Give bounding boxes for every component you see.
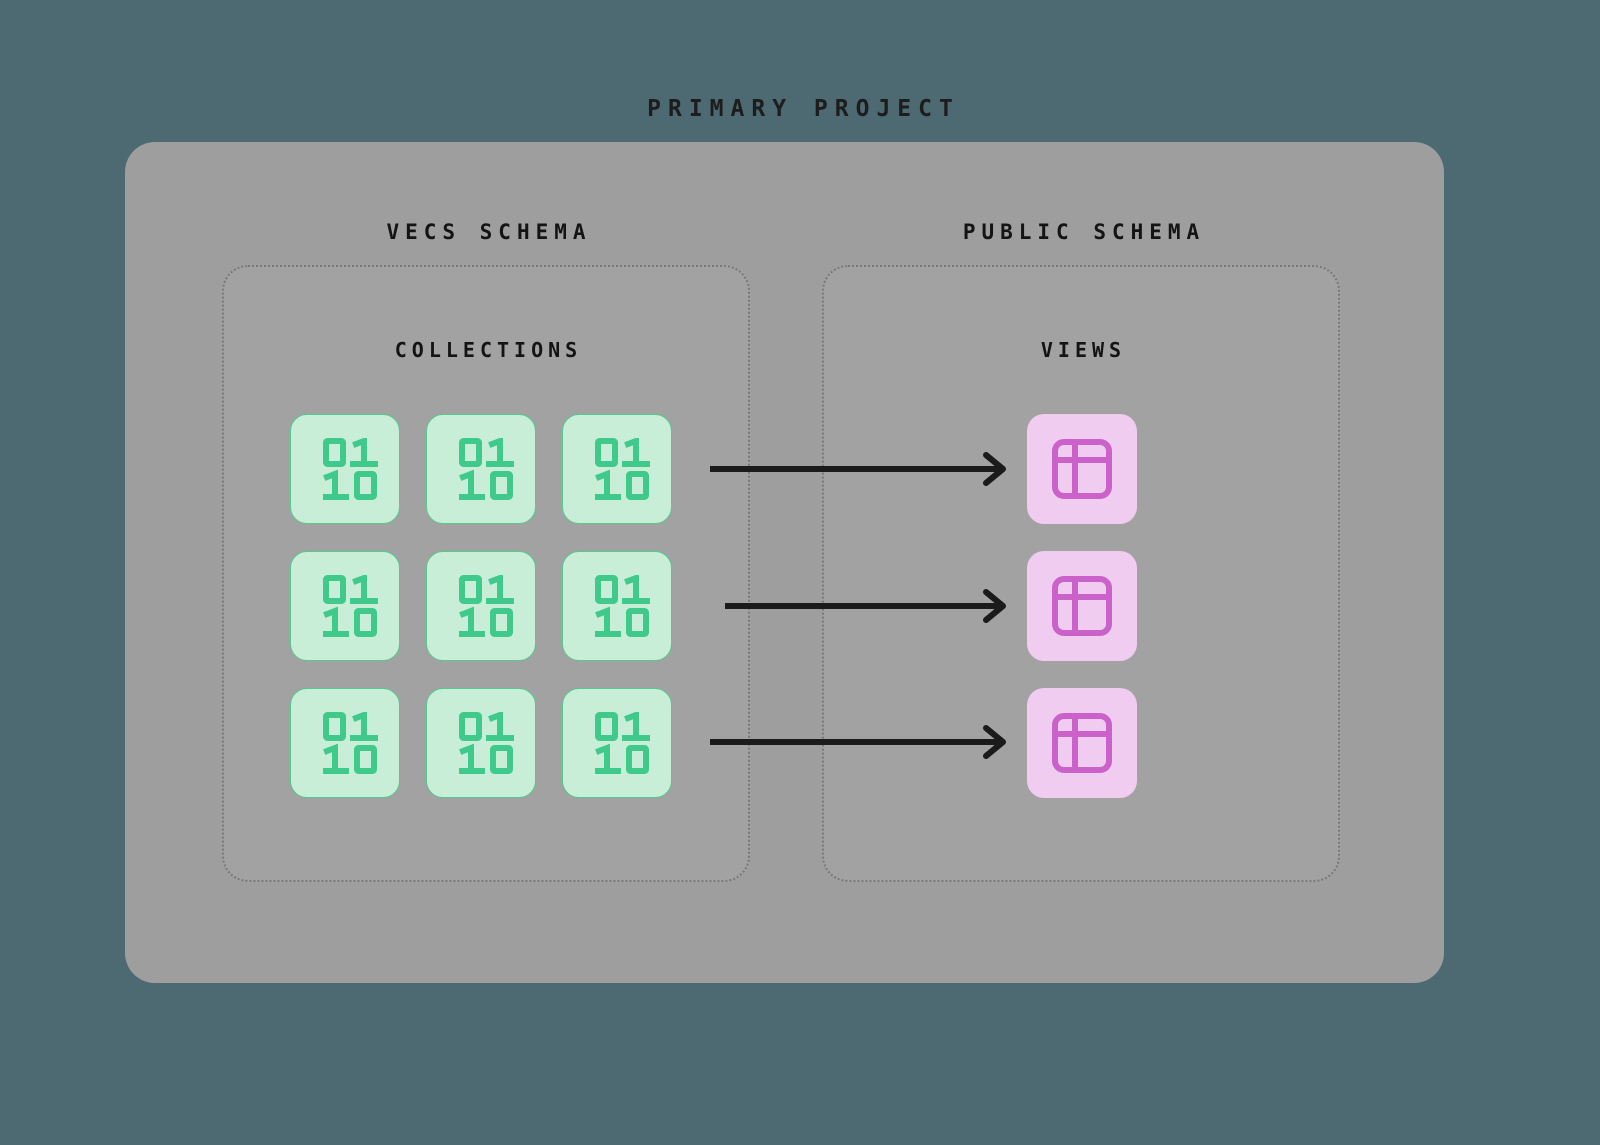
collection-tile[interactable]: [426, 551, 536, 661]
schema-label-public: PUBLIC SCHEMA: [962, 220, 1206, 244]
binary-icon: [323, 575, 378, 637]
table-icon: [1052, 713, 1112, 773]
view-tile[interactable]: [1027, 414, 1137, 524]
collection-tile[interactable]: [290, 414, 400, 524]
page-title: PRIMARY PROJECT: [647, 96, 960, 122]
views-column: [1027, 414, 1137, 798]
collection-tile[interactable]: [290, 551, 400, 661]
collection-tile[interactable]: [290, 688, 400, 798]
binary-icon: [323, 712, 378, 774]
collection-tile[interactable]: [426, 688, 536, 798]
collection-tile[interactable]: [562, 414, 672, 524]
collection-tile[interactable]: [562, 688, 672, 798]
binary-icon: [595, 438, 650, 500]
binary-icon: [459, 712, 514, 774]
binary-icon: [323, 438, 378, 500]
collections-grid: [290, 414, 672, 798]
view-tile[interactable]: [1027, 551, 1137, 661]
group-label-views: VIEWS: [1040, 338, 1127, 362]
binary-icon: [459, 438, 514, 500]
collection-tile[interactable]: [426, 414, 536, 524]
binary-icon: [459, 575, 514, 637]
table-icon: [1052, 439, 1112, 499]
table-icon: [1052, 576, 1112, 636]
binary-icon: [595, 712, 650, 774]
view-tile[interactable]: [1027, 688, 1137, 798]
schema-label-vecs: VECS SCHEMA: [386, 220, 592, 244]
collection-tile[interactable]: [562, 551, 672, 661]
group-label-collections: COLLECTIONS: [394, 338, 583, 362]
binary-icon: [595, 575, 650, 637]
